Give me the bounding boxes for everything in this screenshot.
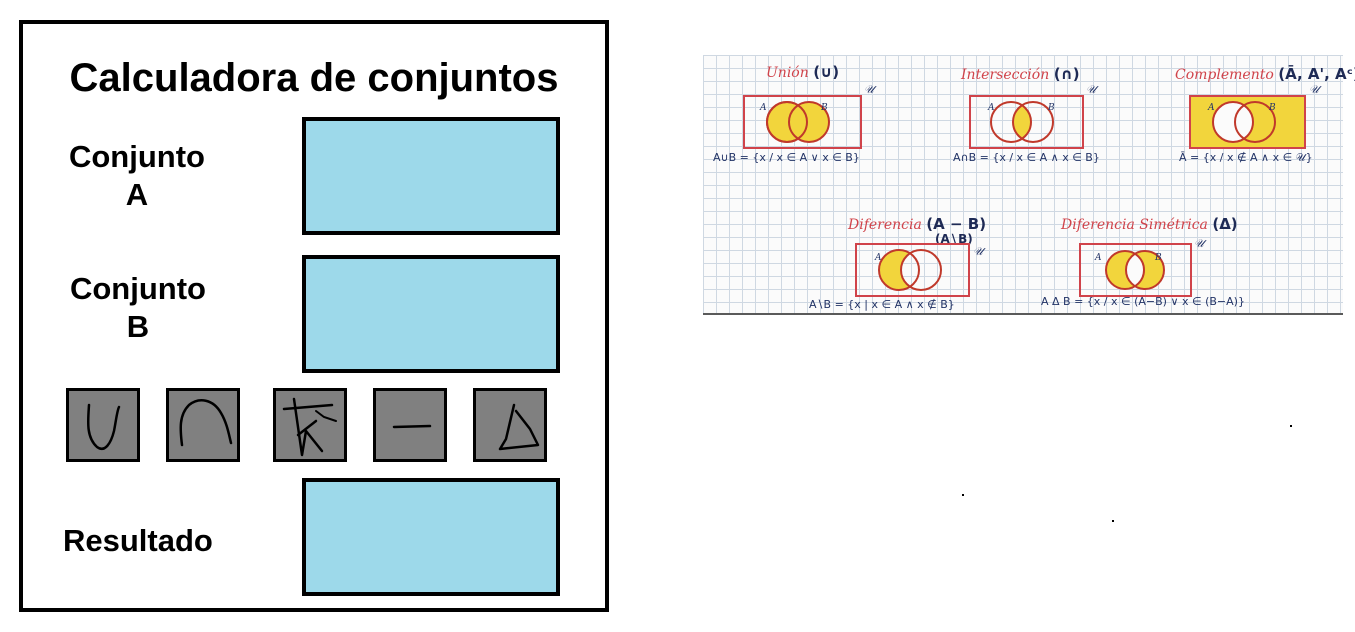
symmetric-difference-title-text: Diferencia Simétrica xyxy=(1061,217,1208,233)
intersection-title-text: Intersección xyxy=(961,67,1050,83)
stray-dot xyxy=(962,494,964,496)
complement-button[interactable]: A̅ xyxy=(273,388,347,462)
symmetric-difference-title: Diferencia Simétrica (Δ) xyxy=(1061,215,1238,233)
complement-a-mark: A xyxy=(1208,103,1215,113)
set-a-input[interactable] xyxy=(302,117,560,235)
set-a-label-line1: Conjunto xyxy=(68,139,205,174)
difference-a-mark: A xyxy=(875,253,882,263)
intersection-title: Intersección (∩) xyxy=(961,65,1080,83)
union-universe-mark: 𝒰 xyxy=(864,83,874,96)
minus-icon xyxy=(392,424,432,429)
complement-title-text: Complemento xyxy=(1175,67,1274,83)
intersection-icon xyxy=(179,399,233,447)
difference-formula: A∖B = {x | x ∈ A ∧ x ∉ B} xyxy=(809,298,955,311)
stray-dot xyxy=(1112,520,1114,522)
intersection-venn-diagram xyxy=(969,95,1084,149)
result-output xyxy=(302,478,560,596)
delta-icon xyxy=(498,403,540,451)
union-venn-diagram xyxy=(743,95,862,149)
set-operations-reference-image: Unión (∪) 𝒰 A B A∪B = {x / x ∈ A ∨ x ∈ B… xyxy=(703,55,1355,315)
symmetric-difference-formula: A Δ B = {x / x ∈ (A−B) ∨ x ∈ (B−A)} xyxy=(1041,295,1245,308)
page-title: Calculadora de conjuntos xyxy=(69,56,559,100)
union-icon xyxy=(86,403,121,450)
symmetric-difference-button[interactable]: Δ xyxy=(473,388,547,462)
intersection-formula: A∩B = {x / x ∈ A ∧ x ∈ B} xyxy=(953,151,1100,164)
complement-venn-diagram xyxy=(1189,95,1306,149)
set-a-label: Conjunto A xyxy=(60,138,214,214)
difference-universe-mark: 𝒰 xyxy=(973,245,983,258)
set-b-label-line2: B xyxy=(126,309,150,344)
symmetric-difference-symbol: (Δ) xyxy=(1212,215,1238,233)
intersection-button[interactable]: ∩ xyxy=(166,388,240,462)
set-a-label-line2: A xyxy=(125,177,149,212)
set-calculator-panel: Calculadora de conjuntos Conjunto A Conj… xyxy=(19,20,609,612)
result-label: Resultado xyxy=(63,523,213,558)
complement-universe-mark: 𝒰 xyxy=(1309,83,1319,96)
union-title-text: Unión xyxy=(766,65,809,81)
complement-formula: Ā = {x / x ∉ A ∧ x ∈ 𝒰} xyxy=(1179,151,1313,164)
operations-toolbar: ∪ ∩ A̅ − Δ xyxy=(23,388,605,464)
union-button[interactable]: ∪ xyxy=(66,388,140,462)
difference-alt-symbol-text: (A∖B) xyxy=(935,232,973,246)
symmetric-difference-venn-diagram xyxy=(1079,243,1192,297)
complement-symbol: (Ā, A', Aᶜ) xyxy=(1278,65,1355,83)
set-b-input[interactable] xyxy=(302,255,560,373)
set-b-label: Conjunto B xyxy=(61,270,215,346)
union-symbol: (∪) xyxy=(813,63,840,81)
difference-button[interactable]: − xyxy=(373,388,447,462)
set-b-label-line1: Conjunto xyxy=(69,271,206,306)
stray-dot xyxy=(1290,425,1292,427)
union-b-mark: B xyxy=(821,103,828,113)
intersection-symbol: (∩) xyxy=(1053,65,1080,83)
symmetric-difference-universe-mark: 𝒰 xyxy=(1194,237,1204,250)
intersection-b-mark: B xyxy=(1048,103,1055,113)
difference-title-text: Diferencia xyxy=(848,217,922,233)
difference-alt-symbol: (A∖B) xyxy=(935,231,973,247)
symmetric-difference-b-mark: B xyxy=(1155,253,1162,263)
intersection-a-mark: A xyxy=(988,103,995,113)
difference-venn-diagram xyxy=(855,243,970,297)
complement-title: Complemento (Ā, A', Aᶜ) xyxy=(1175,65,1355,83)
symmetric-difference-a-mark: A xyxy=(1095,253,1102,263)
complement-icon xyxy=(282,397,337,457)
difference-symbol: (A − B) xyxy=(926,215,987,233)
intersection-universe-mark: 𝒰 xyxy=(1086,83,1096,96)
complement-b-mark: B xyxy=(1269,103,1276,113)
union-a-mark: A xyxy=(760,103,767,113)
union-title: Unión (∪) xyxy=(766,63,839,81)
union-formula: A∪B = {x / x ∈ A ∨ x ∈ B} xyxy=(713,151,860,164)
difference-title: Diferencia (A − B) xyxy=(848,215,986,233)
